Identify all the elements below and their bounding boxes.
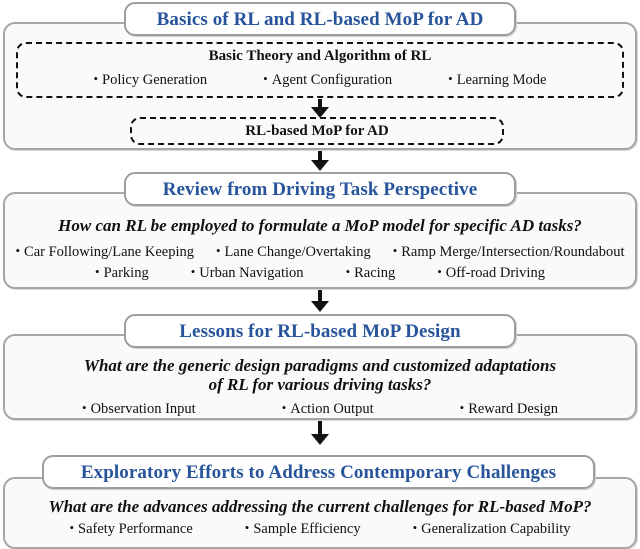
bullet-sample-efficiency: • Sample Efficiency: [245, 521, 361, 538]
arrow-basics-inner: [311, 99, 329, 118]
bullet-dot-icon: •: [93, 71, 99, 86]
arrow-basics-to-review: [311, 151, 329, 171]
section-exploratory-title-box: Exploratory Efforts to Address Contempor…: [42, 455, 595, 489]
bullet-lane-change-overtaking: • Lane Change/Overtaking: [216, 244, 371, 261]
bullet-observation-input: • Observation Input: [82, 401, 196, 418]
bullet-label: Racing: [354, 265, 396, 281]
section-review-title-box: Review from Driving Task Perspective: [124, 172, 516, 206]
basic-theory-heading: Basic Theory and Algorithm of RL: [208, 48, 432, 64]
bullet-label: Urban Navigation: [199, 265, 304, 281]
rl-based-mop-box: RL-based MoP for AD: [130, 117, 504, 145]
section-lessons-title-box: Lessons for RL-based MoP Design: [124, 314, 516, 348]
bullet-label: Reward Design: [468, 401, 558, 417]
basic-theory-box: Basic Theory and Algorithm of RL • Polic…: [16, 42, 624, 98]
bullet-policy-generation: • Policy Generation: [93, 72, 207, 89]
bullet-dot-icon: •: [281, 400, 287, 415]
bullet-dot-icon: •: [412, 520, 418, 535]
section-lessons-question-line2: of RL for various driving tasks?: [208, 375, 432, 394]
arrow-lessons-to-exploratory: [311, 421, 329, 445]
section-review-title: Review from Driving Task Perspective: [162, 178, 478, 200]
section-lessons-bullets-row1: • Observation Input • Action Output • Re…: [0, 401, 640, 418]
bullet-label: Sample Efficiency: [253, 521, 361, 537]
bullet-label: Agent Configuration: [271, 72, 393, 88]
bullet-label: Safety Performance: [78, 521, 193, 537]
bullet-dot-icon: •: [437, 264, 442, 279]
section-lessons-title: Lessons for RL-based MoP Design: [179, 320, 461, 342]
bullet-dot-icon: •: [459, 400, 465, 415]
bullet-label: Lane Change/Overtaking: [224, 244, 371, 260]
bullet-label: Generalization Capability: [421, 521, 571, 537]
section-basics-title: Basics of RL and RL-based MoP for AD: [156, 8, 484, 30]
bullet-label: Learning Mode: [456, 72, 547, 88]
section-review-bullets-row1: • Car Following/Lane Keeping • Lane Chan…: [0, 244, 640, 261]
section-exploratory-bullets-row1: • Safety Performance • Sample Efficiency…: [0, 521, 640, 538]
bullet-racing: • Racing: [346, 265, 396, 282]
section-driving-task-perspective: [3, 192, 637, 289]
section-review-question: How can RL be employed to formulate a Mo…: [58, 216, 582, 235]
section-exploratory-title: Exploratory Efforts to Address Contempor…: [80, 461, 557, 483]
section-exploratory-efforts: [3, 477, 637, 549]
bullet-label: Action Output: [290, 401, 374, 417]
bullet-dot-icon: •: [190, 264, 196, 279]
bullet-urban-navigation: • Urban Navigation: [191, 265, 304, 282]
bullet-action-output: • Action Output: [282, 401, 374, 418]
bullet-ramp-merge-intersection-roundabout: • Ramp Merge/Intersection/Roundabout: [393, 244, 625, 261]
section-lessons-question-line1: What are the generic design paradigms an…: [83, 356, 557, 375]
bullet-dot-icon: •: [215, 243, 221, 258]
bullet-dot-icon: •: [345, 264, 351, 279]
bullet-label: Observation Input: [90, 401, 196, 417]
section-review-bullets-row2: • Parking • Urban Navigation • Racing • …: [0, 265, 640, 282]
bullet-parking: • Parking: [95, 265, 149, 282]
bullet-reward-design: • Reward Design: [460, 401, 558, 418]
section-exploratory-question: What are the advances addressing the cur…: [48, 497, 592, 516]
bullet-label: Policy Generation: [102, 72, 208, 88]
bullet-off-road-driving: • Off-road Driving: [437, 265, 545, 282]
bullet-learning-mode: • Learning Mode: [448, 72, 546, 89]
bullet-dot-icon: •: [69, 520, 75, 535]
bullet-label: Parking: [103, 265, 149, 281]
bullet-agent-configuration: • Agent Configuration: [263, 72, 392, 89]
basic-theory-bullets: • Policy Generation • Agent Configuratio…: [18, 72, 622, 89]
bullet-label: Ramp Merge/Intersection/Roundabout: [401, 244, 625, 260]
arrow-review-to-lessons: [311, 290, 329, 312]
bullet-label: Off-road Driving: [445, 265, 545, 281]
bullet-dot-icon: •: [15, 243, 21, 258]
section-lessons: [3, 334, 637, 420]
bullet-dot-icon: •: [82, 400, 87, 415]
bullet-dot-icon: •: [263, 71, 268, 86]
section-basics-title-box: Basics of RL and RL-based MoP for AD: [124, 2, 516, 36]
rl-based-mop-heading: RL-based MoP for AD: [245, 122, 389, 139]
bullet-label: Car Following/Lane Keeping: [24, 244, 194, 260]
bullet-dot-icon: •: [392, 243, 398, 258]
bullet-car-following-lane-keeping: • Car Following/Lane Keeping: [15, 244, 194, 261]
bullet-safety-performance: • Safety Performance: [69, 521, 192, 538]
bullet-dot-icon: •: [95, 264, 100, 279]
bullet-generalization-capability: • Generalization Capability: [413, 521, 571, 538]
bullet-dot-icon: •: [244, 520, 250, 535]
bullet-dot-icon: •: [448, 71, 453, 86]
